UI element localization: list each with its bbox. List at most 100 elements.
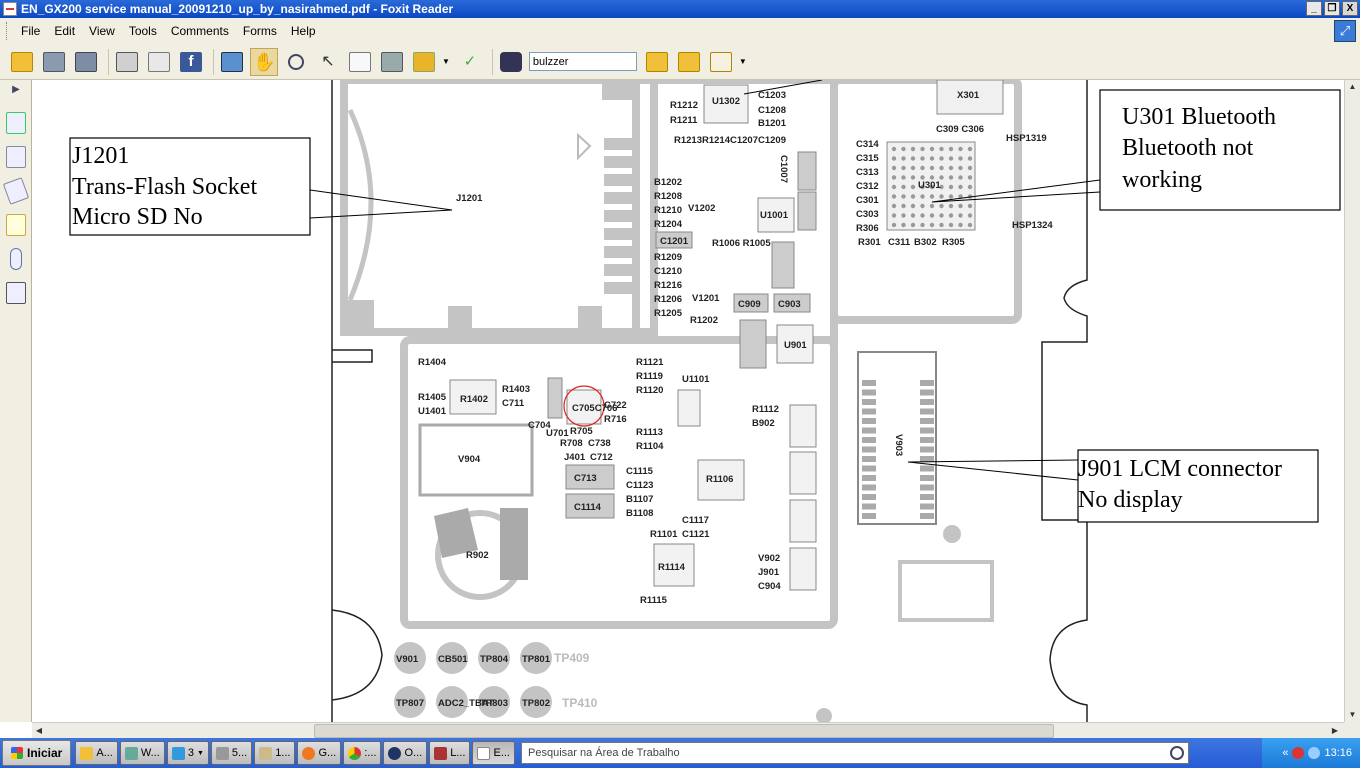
bga-ball bbox=[939, 203, 944, 209]
taskbar-item[interactable]: 5... bbox=[210, 741, 253, 765]
save-as-button[interactable] bbox=[72, 48, 100, 76]
menu-help[interactable]: Help bbox=[290, 24, 316, 38]
network-icon[interactable] bbox=[1308, 747, 1321, 759]
taskbar-item[interactable]: 3▼ bbox=[166, 741, 209, 765]
start-button[interactable]: Iniciar bbox=[2, 740, 72, 766]
hand-tool-button[interactable]: ✋ bbox=[250, 47, 278, 76]
find-options-dropdown-icon[interactable]: ▼ bbox=[738, 57, 747, 66]
rms-button[interactable] bbox=[410, 48, 438, 76]
connector-pin bbox=[862, 503, 876, 510]
bga-ball bbox=[958, 213, 963, 218]
shield-icon[interactable] bbox=[1292, 747, 1305, 759]
find-previous-button[interactable] bbox=[643, 48, 671, 76]
bookmarks-icon[interactable] bbox=[5, 112, 26, 134]
zoom-tool-button[interactable] bbox=[282, 48, 310, 76]
close-button[interactable]: X bbox=[1342, 1, 1358, 16]
taskbar-item[interactable]: 1... bbox=[254, 741, 296, 765]
rms-dropdown-icon[interactable]: ▼ bbox=[442, 57, 450, 66]
bga-ball bbox=[891, 175, 897, 180]
document-view[interactable]: J1201 U1302 C1203 C1208 B1201 R1212 R121… bbox=[32, 80, 1344, 722]
fullscreen-button[interactable] bbox=[218, 48, 246, 76]
clock[interactable]: 13:16 bbox=[1324, 747, 1352, 759]
select-tool-button[interactable]: ↖ bbox=[314, 48, 342, 76]
scroll-up-icon[interactable]: ▲ bbox=[1348, 82, 1357, 91]
signatures-icon[interactable] bbox=[5, 282, 26, 304]
tray-expand-icon[interactable]: « bbox=[1282, 747, 1289, 759]
email-button[interactable] bbox=[145, 48, 173, 76]
label-c901: B902 bbox=[752, 418, 775, 429]
label-adc2-tbat: TP409 bbox=[554, 651, 590, 665]
print-button[interactable] bbox=[113, 48, 141, 76]
label-j401: V904 bbox=[458, 454, 481, 465]
bga-ball bbox=[910, 165, 916, 171]
find-options-button[interactable] bbox=[707, 48, 735, 76]
taskbar-item[interactable]: O... bbox=[383, 741, 428, 765]
comments-panel-icon[interactable] bbox=[5, 214, 26, 236]
horizontal-scrollbar[interactable]: ◀ ▶ bbox=[32, 722, 1344, 738]
label-c738: R716 bbox=[604, 414, 627, 425]
bga-ball bbox=[958, 184, 963, 190]
find-input[interactable] bbox=[528, 52, 637, 71]
bga-ball bbox=[901, 146, 906, 152]
expand-icon[interactable]: ⤢ bbox=[1334, 20, 1356, 42]
facebook-button[interactable]: f bbox=[177, 48, 205, 76]
taskbar-item[interactable]: A... bbox=[75, 741, 118, 765]
connector-pin bbox=[862, 418, 876, 424]
menu-comments[interactable]: Comments bbox=[170, 24, 229, 38]
maximize-button[interactable]: ❐ bbox=[1324, 1, 1340, 16]
text-select-button[interactable] bbox=[346, 48, 374, 76]
bga-ball bbox=[920, 184, 925, 190]
find-next-button[interactable] bbox=[675, 48, 703, 76]
menu-file[interactable]: File bbox=[21, 24, 41, 38]
menu-tools[interactable]: Tools bbox=[128, 24, 157, 38]
scroll-down-icon[interactable]: ▼ bbox=[1348, 710, 1357, 719]
label-c904: V902 bbox=[758, 553, 780, 564]
label-j1201: J1201 bbox=[456, 193, 483, 204]
taskbar-item[interactable]: L... bbox=[429, 741, 471, 765]
menu-edit[interactable]: Edit bbox=[54, 24, 76, 38]
c807-cap bbox=[739, 319, 767, 369]
horizontal-scroll-thumb[interactable] bbox=[314, 724, 1054, 738]
label-r1403: C711 bbox=[502, 398, 525, 409]
label-tp801: CB501 bbox=[438, 654, 468, 665]
taskbar-item-foxit[interactable]: E... bbox=[472, 741, 515, 765]
snapshot-button[interactable] bbox=[378, 48, 406, 76]
bga-ball bbox=[939, 213, 944, 218]
bga-ball bbox=[939, 194, 944, 199]
search-icon[interactable] bbox=[1170, 746, 1184, 760]
label-cb501: R902 bbox=[466, 550, 489, 561]
taskbar-item[interactable]: W... bbox=[119, 741, 165, 765]
pen-check-icon: ✓ bbox=[463, 52, 477, 70]
expand-panel-icon[interactable]: ▶ bbox=[12, 84, 20, 95]
desktop-search-input[interactable]: Pesquisar na Área de Trabalho bbox=[521, 742, 1189, 764]
menu-forms[interactable]: Forms bbox=[242, 24, 277, 38]
scroll-left-icon[interactable]: ◀ bbox=[35, 726, 43, 735]
label-b701: C704 bbox=[528, 420, 551, 431]
pages-icon[interactable] bbox=[5, 146, 26, 168]
vertical-scrollbar[interactable]: ▲ ▼ bbox=[1344, 80, 1360, 722]
annotation-u301-line1: U301 Bluetooth bbox=[1122, 104, 1276, 130]
annotation-j1201-line1: J1201 bbox=[72, 143, 129, 169]
taskbar-item[interactable]: :... bbox=[343, 741, 382, 765]
start-label: Iniciar bbox=[27, 746, 63, 760]
open-button[interactable] bbox=[8, 48, 36, 76]
find-button[interactable] bbox=[497, 48, 525, 76]
attachments-icon[interactable] bbox=[9, 248, 22, 270]
scroll-right-icon[interactable]: ▶ bbox=[1331, 726, 1339, 735]
bga-ball bbox=[967, 184, 973, 190]
taskbar-item[interactable]: G... bbox=[297, 741, 342, 765]
monitor-icon bbox=[221, 51, 243, 72]
sign-button[interactable]: ✓ bbox=[456, 48, 484, 76]
label-tp807: TP801 bbox=[522, 654, 551, 665]
menu-view[interactable]: View bbox=[89, 24, 115, 38]
minimize-button[interactable]: _ bbox=[1306, 1, 1322, 16]
label-tp410: TP803 bbox=[480, 698, 508, 709]
j1201-pad bbox=[448, 306, 472, 328]
binoculars-icon bbox=[499, 51, 522, 72]
connector-pin bbox=[920, 484, 934, 491]
bga-ball bbox=[901, 156, 906, 161]
layers-icon[interactable] bbox=[2, 177, 29, 205]
save-button[interactable] bbox=[40, 48, 68, 76]
label-r1104: R1113 bbox=[636, 427, 663, 438]
